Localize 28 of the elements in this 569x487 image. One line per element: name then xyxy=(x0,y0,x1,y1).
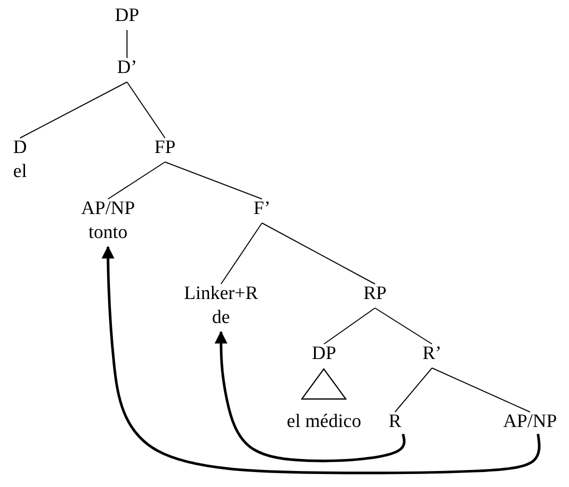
tree-branch xyxy=(126,82,166,138)
node-label: D xyxy=(13,136,27,160)
node-label: AP/NP xyxy=(81,197,135,221)
tree-branch xyxy=(324,308,376,344)
node-label: Linker+R xyxy=(184,282,258,306)
node-label: DP xyxy=(312,342,336,366)
node-label: RP xyxy=(363,282,387,306)
node-label: DP xyxy=(114,4,140,28)
node-label: F’ xyxy=(254,197,270,221)
tree-branch xyxy=(164,162,262,200)
node-label: el médico xyxy=(286,410,362,434)
node-label: D’ xyxy=(116,56,138,80)
node-label: tonto xyxy=(88,221,128,245)
tree-branch xyxy=(432,368,530,412)
tree-branch xyxy=(20,82,128,138)
node-label: R’ xyxy=(422,342,442,366)
movement-arrow xyxy=(102,246,541,474)
node-label: R xyxy=(388,410,402,434)
tree-branch xyxy=(126,30,128,58)
tree-branch xyxy=(394,368,432,412)
tree-branch xyxy=(220,222,262,284)
tree-branch xyxy=(374,308,432,344)
node-label: FP xyxy=(154,136,176,160)
node-label: AP/NP xyxy=(503,410,557,434)
node-label: el xyxy=(13,160,27,184)
tree-branch xyxy=(262,222,376,284)
tree-branch xyxy=(108,162,166,200)
node-label: de xyxy=(212,306,230,330)
